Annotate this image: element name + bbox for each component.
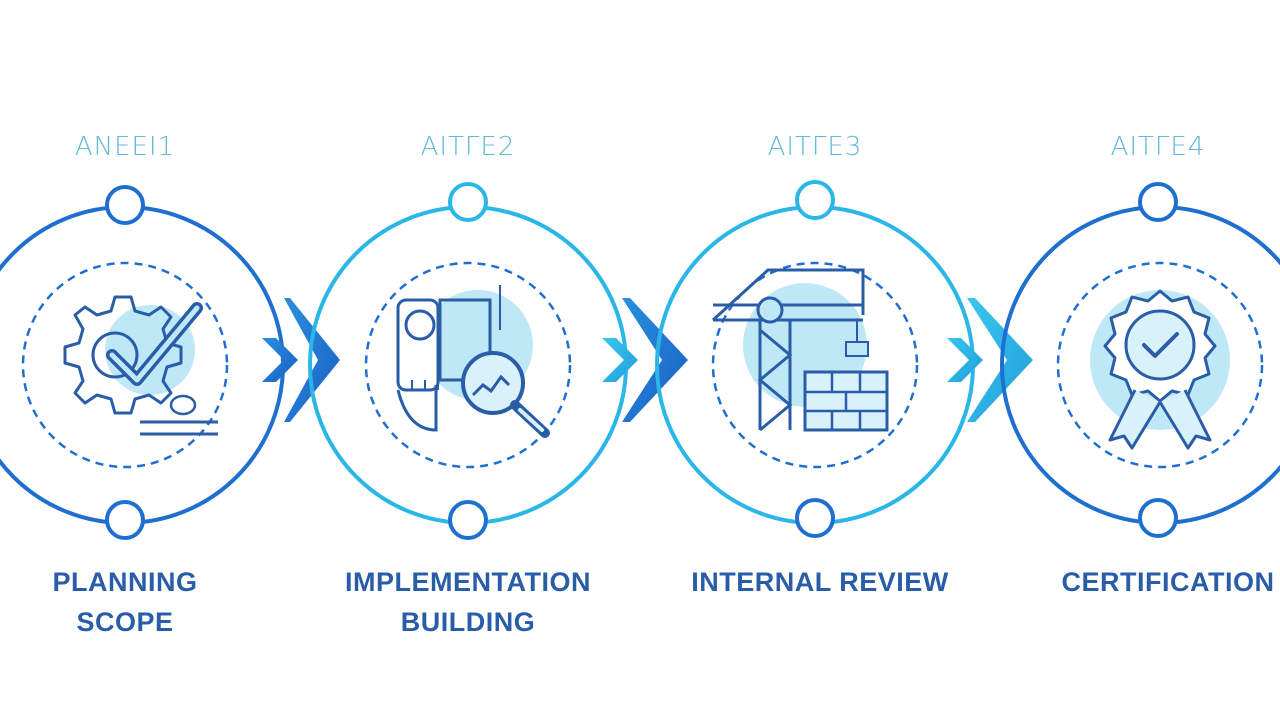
- stage-1-title-line-1: PLANNING: [52, 567, 198, 597]
- stage-1-title: PLANNING SCOPE: [0, 562, 275, 642]
- blueprint-magnifier-icon: [396, 285, 550, 438]
- stage-3-top-dot: [795, 180, 835, 220]
- arrow-2-icon: [602, 298, 688, 422]
- stage-4-node: [1000, 182, 1280, 538]
- stage-4-top-dot: [1138, 182, 1178, 222]
- stage-4-title-line-1: CERTIFICATION: [1061, 567, 1275, 597]
- stage-2-node: [308, 182, 628, 540]
- crane-bricks-icon: [711, 268, 889, 432]
- stage-4-bottom-dot: [1138, 498, 1178, 538]
- stage-4-title: CERTIFICATION: [1018, 562, 1280, 602]
- stage-2-title-line-1: IMPLEMENTATION: [345, 567, 591, 597]
- stage-2-bottom-dot: [448, 500, 488, 540]
- stage-1-dashed-ring: [21, 261, 229, 469]
- stage-3-node: [655, 180, 975, 538]
- stage-1-bottom-dot: [105, 500, 145, 540]
- stage-1-node: [0, 185, 285, 540]
- arrow-1-icon: [262, 298, 340, 422]
- stage-3-title: INTERNAL REVIEW: [670, 562, 970, 602]
- stage-4-dashed-ring: [1056, 261, 1264, 469]
- stage-2-title-line-2: BUILDING: [400, 607, 536, 637]
- stage-3-dashed-ring: [711, 261, 919, 469]
- stage-1-top-dot: [105, 185, 145, 225]
- stage-2-phase-label: AITΓΕ2: [420, 132, 516, 162]
- arrow-3-icon: [947, 298, 1033, 422]
- stage-1-phase-label: AΝΕΕΙ1: [74, 132, 176, 162]
- certificate-badge-icon: [1090, 289, 1230, 450]
- stage-2-dashed-ring: [364, 261, 572, 469]
- stage-1-title-line-2: SCOPE: [76, 607, 174, 637]
- stage-2-title: IMPLEMENTATION BUILDING: [318, 562, 618, 642]
- stage-3-title-line-1: INTERNAL REVIEW: [691, 567, 949, 597]
- stage-4-phase-label: AITΓΕ4: [1110, 132, 1206, 162]
- stage-2-top-dot: [448, 182, 488, 222]
- gear-check-icon: [63, 295, 218, 436]
- stage-3-phase-label: AITΓΕ3: [767, 132, 863, 162]
- stage-3-bottom-dot: [795, 498, 835, 538]
